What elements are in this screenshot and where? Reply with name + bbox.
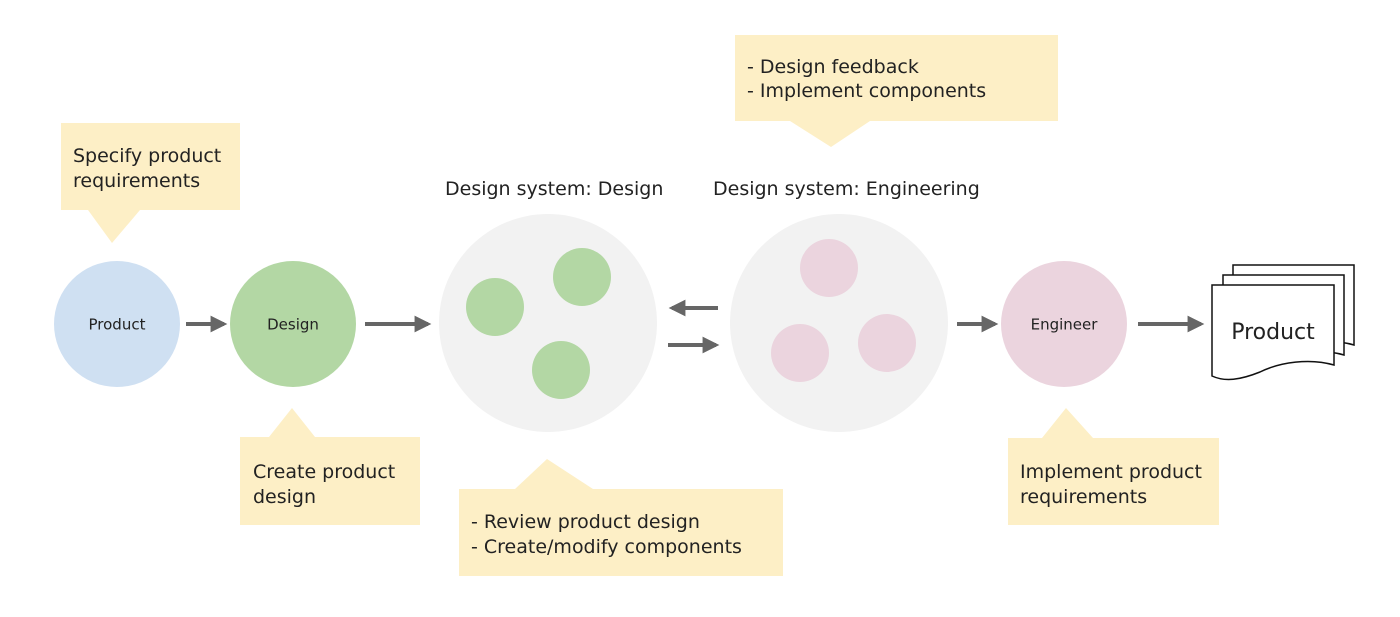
callout-text-line-1: - Design feedback xyxy=(747,56,919,78)
engineering-system-node xyxy=(730,214,948,432)
design-component xyxy=(532,341,590,399)
engineering-system-title: Design system: Engineering xyxy=(713,178,980,200)
callout-text-line-1: - Review product design xyxy=(471,511,700,533)
design-node: Design xyxy=(230,261,356,387)
callout-create-design: Create product design xyxy=(240,408,420,525)
callout-design-feedback: - Design feedback - Implement components xyxy=(735,35,1058,147)
product-document-icon: Product xyxy=(1211,264,1355,381)
callout-review-design: - Review product design - Create/modify … xyxy=(459,459,783,576)
design-system-node xyxy=(439,214,657,432)
callout-text-line-1: Create product xyxy=(253,461,395,483)
design-component xyxy=(466,278,524,336)
product-circle xyxy=(54,261,180,387)
callout-text-line-2: - Implement components xyxy=(747,80,986,102)
callout-shape xyxy=(240,408,420,525)
callout-shape xyxy=(1008,408,1219,525)
callout-shape xyxy=(61,123,240,243)
engineering-component xyxy=(771,324,829,382)
engineer-node-label: Engineer xyxy=(1031,316,1099,334)
engineer-circle xyxy=(1001,261,1127,387)
callout-text-line-2: requirements xyxy=(1020,486,1147,508)
design-circle xyxy=(230,261,356,387)
engineer-node: Engineer xyxy=(1001,261,1127,387)
callout-text-line-2: design xyxy=(253,486,316,508)
engineering-component xyxy=(858,314,916,372)
design-node-label: Design xyxy=(267,316,319,334)
callout-shape xyxy=(735,35,1058,147)
callout-text-line-2: requirements xyxy=(73,170,200,192)
callout-text-line-1: Implement product xyxy=(1020,461,1202,483)
product-node-label: Product xyxy=(89,316,146,334)
design-system-title: Design system: Design xyxy=(445,178,663,200)
callout-text-line-1: Specify product xyxy=(73,145,221,167)
document-page-front xyxy=(1211,284,1335,381)
callout-implement-requirements: Implement product requirements xyxy=(1008,408,1219,525)
product-node: Product xyxy=(54,261,180,387)
callout-specify-requirements: Specify product requirements xyxy=(61,123,240,243)
callout-shape xyxy=(459,459,783,576)
design-component xyxy=(553,248,611,306)
callout-text-line-2: - Create/modify components xyxy=(471,536,742,558)
product-document-label: Product xyxy=(1231,320,1315,345)
engineering-component xyxy=(800,239,858,297)
